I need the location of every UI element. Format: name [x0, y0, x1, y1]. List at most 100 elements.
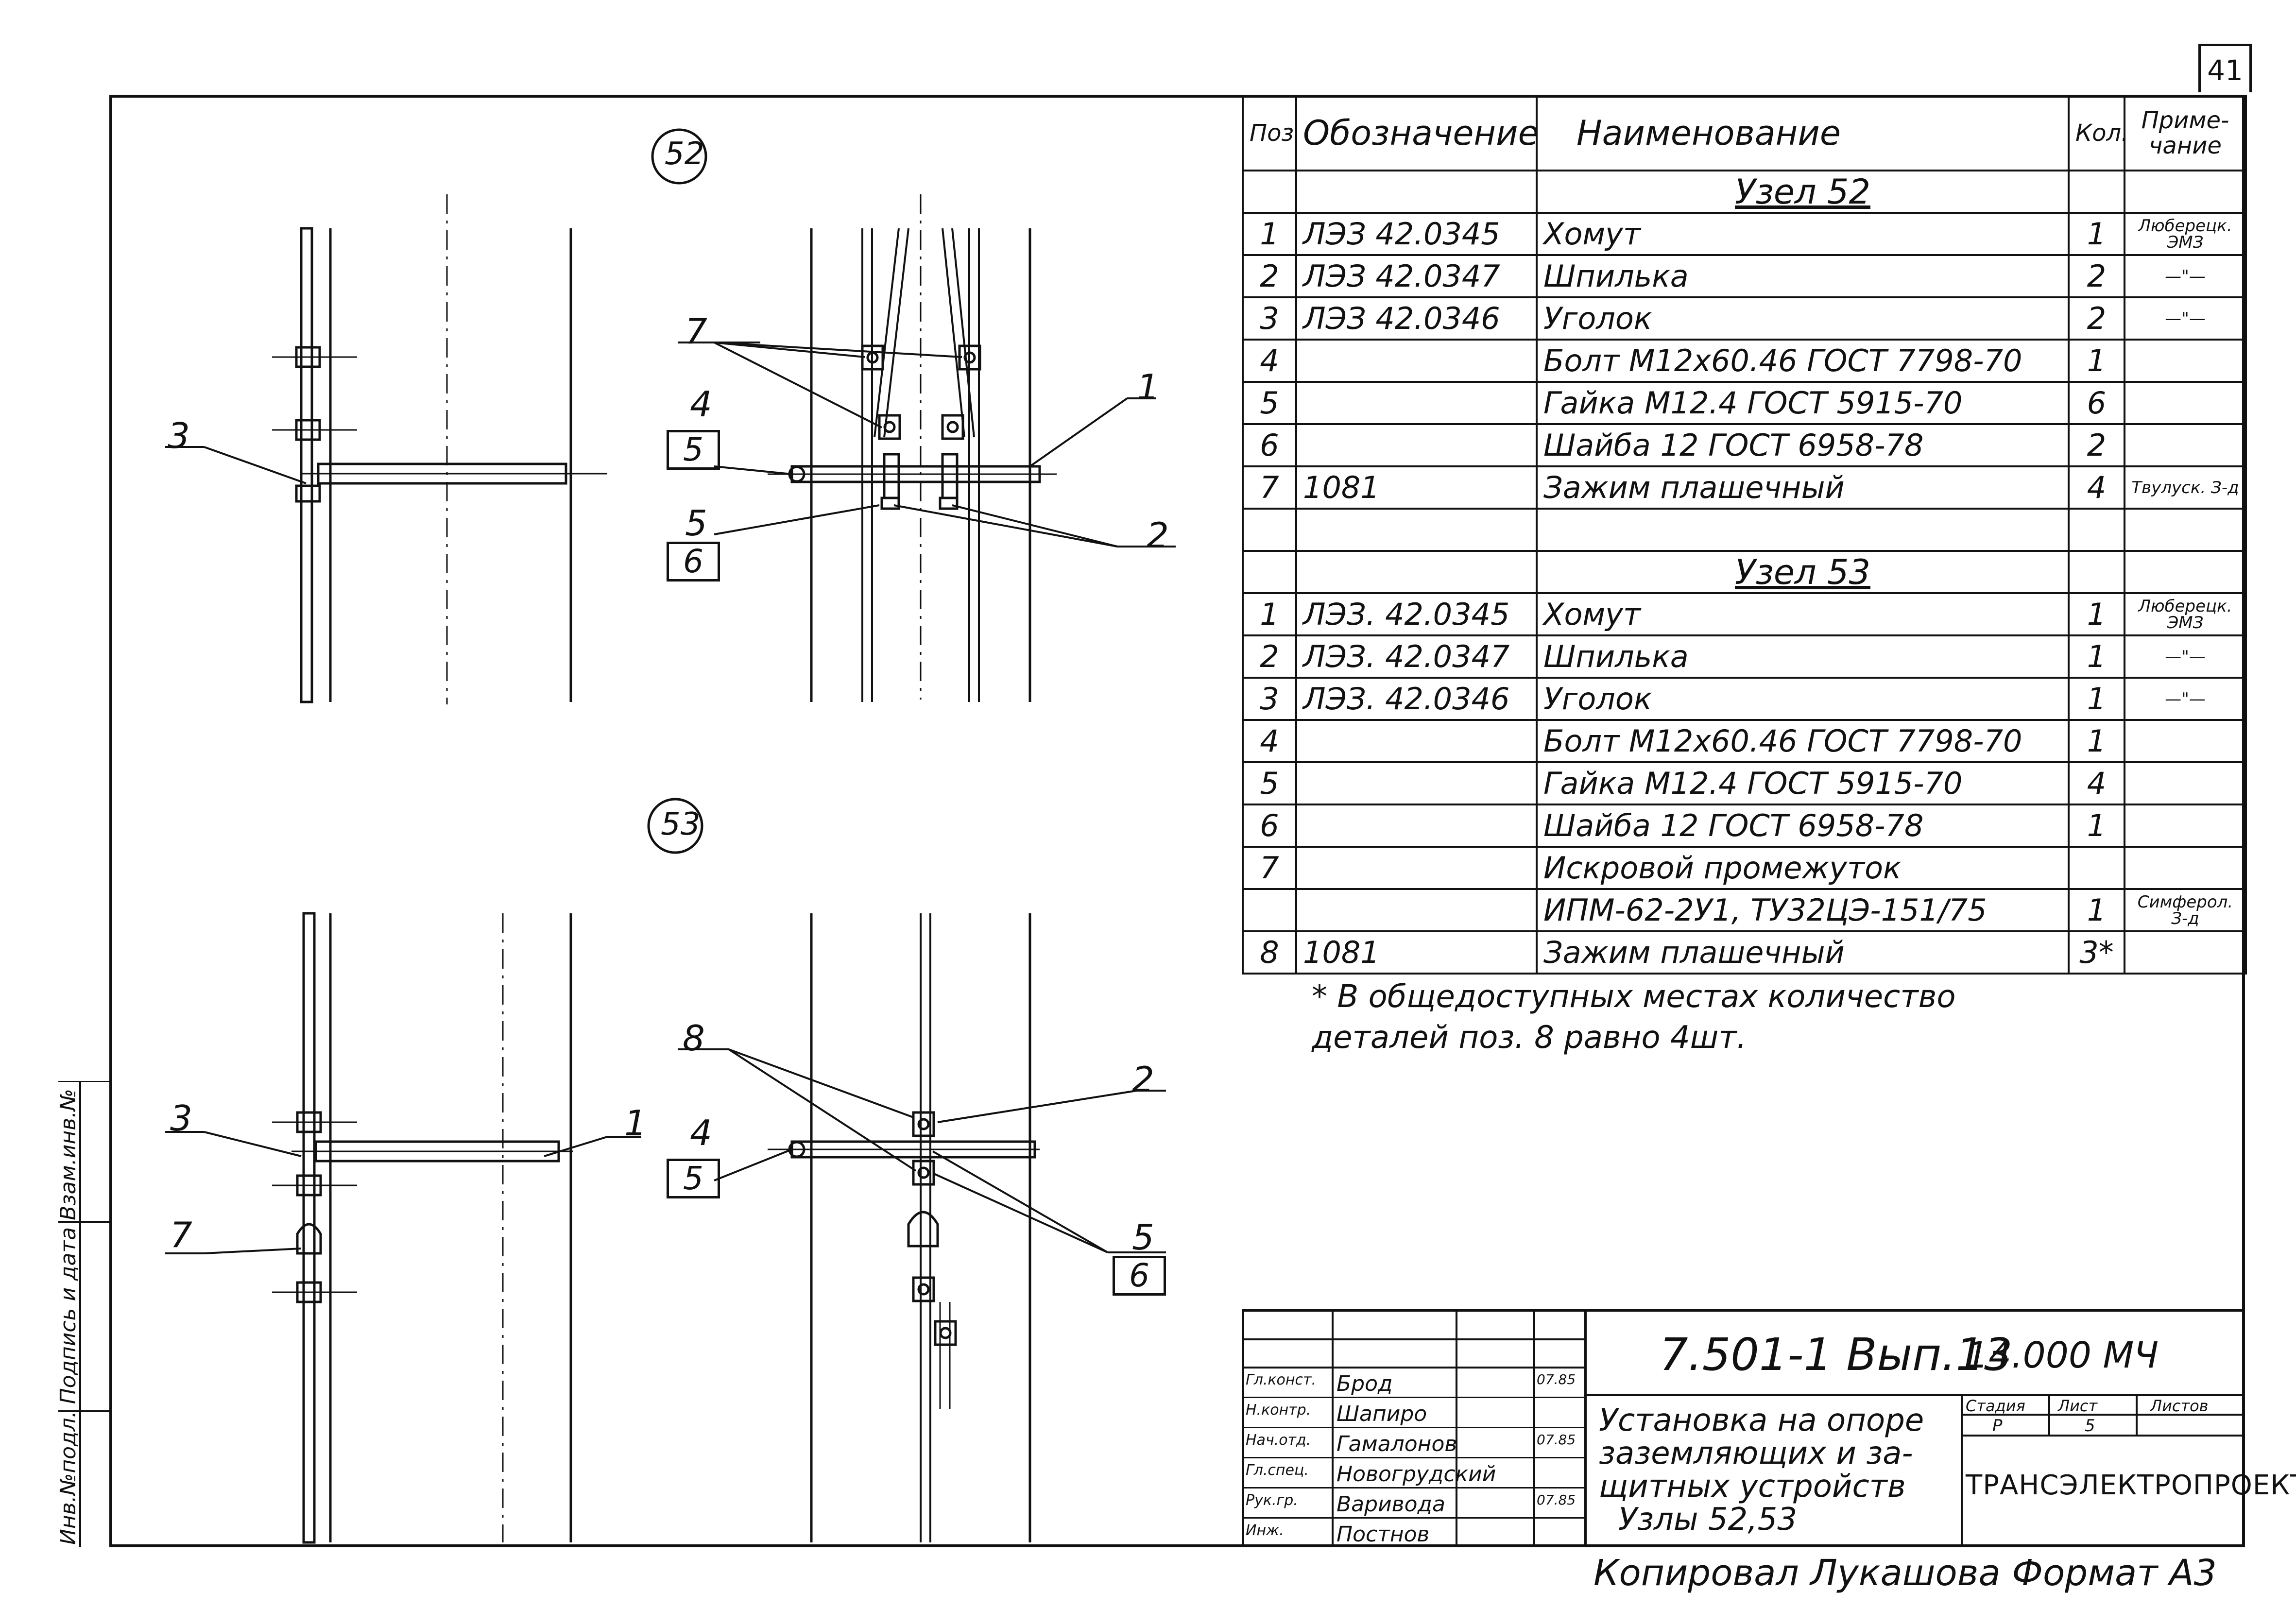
sheets-label: Листов	[2150, 1397, 2209, 1415]
cell-qty: 1	[2068, 339, 2125, 383]
cell-note	[2124, 719, 2247, 763]
stamp-name: Шапиро	[1336, 1402, 1427, 1426]
node52-label: 52	[665, 136, 704, 172]
cell-pos: 6	[1242, 804, 1297, 848]
cell-qty: 1	[2068, 677, 2125, 721]
cell-pos: 8	[1242, 930, 1297, 975]
cell-designation: ЛЭЗ 42.0346	[1295, 296, 1538, 341]
sheet-label: Лист	[2058, 1397, 2098, 1415]
cell-qty: 1	[2068, 719, 2125, 763]
callout-52-5a: 5	[667, 430, 720, 470]
cell-name: Шпилька	[1536, 254, 2070, 298]
cell-name: Шайба 12 ГОСТ 6958-78	[1536, 804, 2070, 848]
cell-designation	[1295, 761, 1538, 805]
side-strip	[58, 1081, 109, 1547]
callout-53-5a: 5	[667, 1159, 720, 1198]
cell-pos: 2	[1242, 634, 1297, 679]
cell-name: Болт М12х60.46 ГОСТ 7798-70	[1536, 719, 2070, 763]
sheet-value: 5	[2085, 1416, 2095, 1436]
cell-qty: 1	[2068, 634, 2125, 679]
cell-qty: 3*	[2068, 930, 2125, 975]
table-header-row: Поз. Обозначение Наименование Кол. Приме…	[1242, 95, 2247, 171]
specification-table: Поз. Обозначение Наименование Кол. Приме…	[1242, 95, 2247, 975]
node53-label: 53	[661, 806, 701, 842]
cell-designation	[1295, 381, 1538, 425]
sheet-number: 41	[2198, 44, 2252, 92]
cell-note	[2124, 846, 2247, 890]
cell-pos: 5	[1242, 381, 1297, 425]
header-qty: Кол.	[2068, 95, 2125, 171]
cell-qty: 2	[2068, 423, 2125, 467]
doc-code: 7.501-1 Вып.13	[1660, 1329, 2013, 1381]
cell-name: ИПМ-62-2У1, ТУ32ЦЭ-151/75	[1536, 888, 2070, 932]
callout-53-5b: 5	[1132, 1217, 1154, 1258]
cell-name: Гайка М12.4 ГОСТ 5915-70	[1536, 381, 2070, 425]
footnote-line2: деталей поз. 8 равно 4шт.	[1312, 1020, 1747, 1056]
cell-note: Люберецк. ЭМЗ	[2124, 592, 2247, 636]
doc-suffix: 14.000 МЧ	[1966, 1334, 2159, 1376]
cell-designation: ЛЭЗ 42.0347	[1295, 254, 1538, 298]
cell-name: Искровой промежуток	[1536, 846, 2070, 890]
cell-pos: 7	[1242, 465, 1297, 510]
stamp-name: Новогрудский	[1336, 1462, 1496, 1487]
node52-side-view	[165, 194, 607, 704]
node53-circle	[647, 798, 703, 854]
cell-qty: 1	[2068, 592, 2125, 636]
cell-qty: 1	[2068, 888, 2125, 932]
header-pos: Поз.	[1242, 95, 1297, 171]
callout-53-8: 8	[683, 1018, 705, 1059]
cell-name: Шайба 12 ГОСТ 6958-78	[1536, 423, 2070, 467]
cell-designation	[1295, 339, 1538, 383]
cell-name: Хомут	[1536, 212, 2070, 256]
cell-pos	[1242, 888, 1297, 932]
callout-52-1: 1	[1137, 367, 1159, 408]
node52-circle	[651, 128, 707, 185]
callout-53-6: 6	[1113, 1256, 1166, 1296]
cell-pos: 1	[1242, 212, 1297, 256]
stamp-role: Гл.спец.	[1246, 1462, 1309, 1479]
cell-designation: ЛЭЗ 42.0345	[1295, 212, 1538, 256]
stamp-role: Гл.конст.	[1246, 1371, 1317, 1388]
stamp-date: 07.85	[1537, 1371, 1576, 1387]
header-name: Наименование	[1536, 95, 2070, 171]
callout-53-3: 3	[170, 1098, 192, 1139]
section-row-53: Узел 53	[1242, 550, 2247, 594]
doc-title-line2: заземляющих и за-	[1599, 1436, 1913, 1471]
stamp-role: Инж.	[1246, 1522, 1284, 1539]
stamp-name: Варивода	[1336, 1492, 1445, 1517]
cell-pos: 1	[1242, 592, 1297, 636]
cell-name: Уголок	[1536, 296, 2070, 341]
callout-52-7: 7	[685, 311, 707, 352]
cell-note: —"—	[2124, 296, 2247, 341]
cell-designation	[1295, 846, 1538, 890]
cell-name: Болт М12х60.46 ГОСТ 7798-70	[1536, 339, 2070, 383]
cell-note: —"—	[2124, 677, 2247, 721]
cell-qty	[2068, 846, 2125, 890]
callout-53-2: 2	[1132, 1059, 1154, 1100]
cell-note	[2124, 804, 2247, 848]
cell-qty: 1	[2068, 804, 2125, 848]
copied-by: Копировал Лукашова Формат А3	[1593, 1552, 2217, 1594]
cell-note: —"—	[2124, 634, 2247, 679]
cell-note	[2124, 423, 2247, 467]
cell-note	[2124, 381, 2247, 425]
cell-name: Уголок	[1536, 677, 2070, 721]
header-designation: Обозначение	[1295, 95, 1538, 171]
callout-52-5b: 5	[685, 503, 707, 544]
cell-designation: 1081	[1295, 465, 1538, 510]
cell-qty: 4	[2068, 761, 2125, 805]
stamp-date: 07.85	[1537, 1492, 1576, 1508]
